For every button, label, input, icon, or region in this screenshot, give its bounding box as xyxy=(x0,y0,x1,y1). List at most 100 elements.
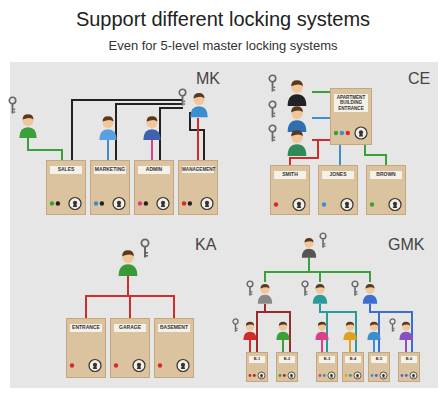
lock-cylinder xyxy=(355,127,367,139)
keyhole xyxy=(412,374,414,376)
door-lock xyxy=(179,193,217,214)
key-dot xyxy=(340,131,344,135)
door-label: B-1 xyxy=(249,356,265,363)
key-dot xyxy=(401,374,404,377)
person xyxy=(315,322,328,340)
key-dot xyxy=(253,374,256,377)
lock-cylinder xyxy=(258,372,265,379)
door-lock xyxy=(317,370,337,381)
person xyxy=(288,130,307,156)
key-dot xyxy=(405,374,408,377)
key-wire xyxy=(249,340,251,352)
door-lock xyxy=(135,193,173,214)
door-lock xyxy=(343,370,363,381)
lock-cylinder xyxy=(380,372,387,379)
door-lock xyxy=(155,354,193,377)
door-label: B-2 xyxy=(279,356,295,363)
key-wire xyxy=(312,117,330,119)
key-wire xyxy=(349,340,351,352)
key-icon xyxy=(9,97,15,113)
lock-cylinder xyxy=(341,199,353,211)
door-lock xyxy=(271,195,309,214)
key-wire xyxy=(365,145,386,165)
key-icon xyxy=(302,281,308,295)
lock-cylinder xyxy=(328,372,335,379)
master-wire xyxy=(319,272,321,282)
key-dot xyxy=(114,363,118,367)
title: Support different locking systems xyxy=(0,8,446,31)
keyhole xyxy=(73,201,77,205)
section-label: GMK xyxy=(388,236,424,254)
door-lock xyxy=(111,354,149,377)
key-wire xyxy=(405,340,407,352)
door-lock xyxy=(247,370,267,381)
door-label: B-6 xyxy=(401,356,417,363)
key-dot xyxy=(375,374,378,377)
lock-cylinder xyxy=(354,372,361,379)
key-dot xyxy=(371,374,374,377)
keyhole xyxy=(359,130,363,134)
door-lock xyxy=(369,370,389,381)
keyhole xyxy=(205,201,209,205)
lock-cylinder xyxy=(410,372,417,379)
key-dot xyxy=(182,201,186,205)
key-dot xyxy=(188,201,192,205)
key-dot xyxy=(323,374,326,377)
lock-cylinder xyxy=(89,360,101,372)
key-dot xyxy=(346,131,350,135)
person xyxy=(276,322,289,340)
person xyxy=(343,322,356,340)
key-wire xyxy=(312,139,330,141)
keyhole xyxy=(260,374,262,376)
key-icon xyxy=(352,281,358,295)
key-dot xyxy=(56,201,60,205)
person xyxy=(19,114,36,138)
door-label: GARAGE xyxy=(114,324,146,332)
key-dot xyxy=(334,131,338,135)
key-dot xyxy=(319,374,322,377)
key-wire xyxy=(373,340,375,352)
door-label: ENTRANCE xyxy=(70,324,102,332)
door: JONES xyxy=(318,165,358,215)
person xyxy=(302,238,316,258)
key-dot xyxy=(322,202,326,206)
key-wire xyxy=(28,138,62,160)
keyhole xyxy=(393,202,397,206)
key-icon xyxy=(320,233,326,247)
door-lock xyxy=(67,354,105,377)
door-lock xyxy=(367,195,405,214)
door-label: B-3 xyxy=(319,356,335,363)
lock-cylinder xyxy=(113,198,125,210)
key-wire xyxy=(321,340,323,352)
key-wire xyxy=(151,140,153,160)
lock-cylinder xyxy=(293,199,305,211)
lock-cylinder xyxy=(389,199,401,211)
keyhole xyxy=(161,201,165,205)
door-label: ADMIN xyxy=(138,166,170,174)
door-label: B-5 xyxy=(371,356,387,363)
key-wire xyxy=(327,312,356,352)
keyhole xyxy=(117,201,121,205)
key-dot xyxy=(274,202,278,206)
door: SALES xyxy=(46,160,86,215)
key-wire xyxy=(282,340,284,352)
door-label: MARKETING xyxy=(94,166,126,174)
key-icon xyxy=(269,101,275,117)
lock-cylinder xyxy=(177,360,189,372)
master-wire xyxy=(309,272,370,282)
section-label: KA xyxy=(195,236,216,254)
key-dot xyxy=(70,363,74,367)
person xyxy=(258,284,272,304)
key-dot xyxy=(158,363,162,367)
door-lock xyxy=(319,195,357,214)
key-wire xyxy=(129,296,131,318)
section-label: CE xyxy=(408,70,430,88)
person xyxy=(119,250,138,276)
keys xyxy=(9,75,395,331)
person xyxy=(367,322,380,340)
master-wire xyxy=(190,112,204,160)
door: GARAGE xyxy=(110,318,150,378)
door: B-2 xyxy=(276,352,298,382)
key-icon xyxy=(233,319,238,332)
